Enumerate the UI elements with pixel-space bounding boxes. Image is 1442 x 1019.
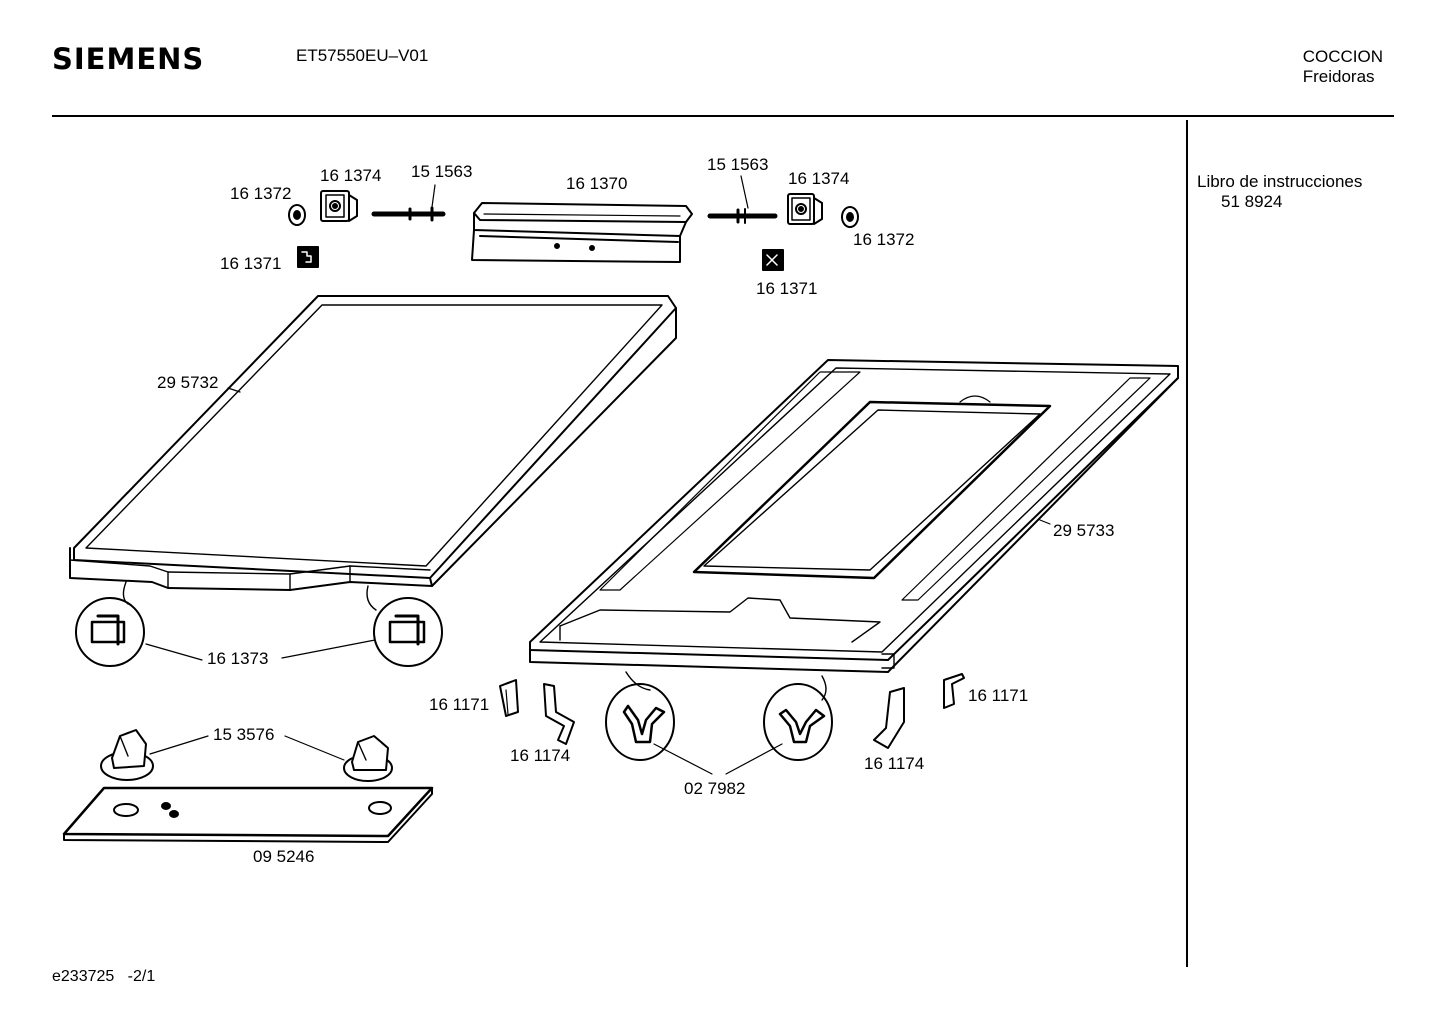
category-label: COCCION [1302, 47, 1383, 66]
label-161171-right: 16 1171 [968, 686, 1029, 705]
label-161373: 16 1373 [207, 649, 269, 668]
control-knob-right [284, 735, 393, 782]
label-161171-left: 16 1171 [429, 695, 490, 714]
label-161174-left: 16 1174 [510, 746, 571, 765]
bracket-clip-right [943, 673, 965, 709]
control-panel [62, 786, 434, 843]
spring-clip-left [543, 683, 575, 745]
lid-foot-detail-right [281, 585, 443, 667]
label-161371-left: 16 1371 [220, 254, 282, 273]
clip-square-left [297, 246, 319, 268]
header-divider [52, 115, 1394, 117]
label-151563-left: 15 1563 [411, 162, 473, 181]
label-295733: 29 5733 [1053, 521, 1115, 540]
lid-foot-detail-left [75, 581, 203, 667]
hinge-bracket [471, 202, 693, 263]
instruction-manual-reference: Libro de instrucciones 51 8924 [1197, 172, 1362, 212]
clip-square-right [762, 249, 784, 271]
label-161370: 16 1370 [566, 174, 628, 193]
page-indicator: -2/1 [127, 968, 156, 985]
washer-left [288, 204, 306, 226]
manual-number: 51 8924 [1221, 192, 1283, 211]
hinge-block-left [320, 190, 358, 222]
spring-hook-left [605, 671, 713, 775]
hinge-block-right [787, 193, 823, 225]
model-number: ET57550EU–V01 [296, 46, 429, 65]
frame-panel [529, 359, 1179, 673]
label-295732: 29 5732 [157, 373, 219, 392]
spring-hook-right [725, 675, 833, 775]
label-161371-right: 16 1371 [756, 279, 818, 298]
label-161374-left: 16 1374 [320, 166, 382, 185]
label-161372-right: 16 1372 [853, 230, 915, 249]
washer-right [841, 206, 859, 228]
hinge-pin-right [707, 175, 778, 224]
category-block: COCCION Freidoras [1303, 47, 1383, 87]
lid-panel [69, 295, 677, 591]
subcategory-label: Freidoras [1302, 67, 1375, 86]
label-095246: 09 5246 [253, 847, 315, 866]
sidebar-divider [1186, 120, 1188, 967]
hinge-pin-left [371, 184, 446, 222]
label-161174-right: 16 1174 [864, 754, 925, 773]
label-161372-left: 16 1372 [230, 184, 292, 203]
manual-label: Libro de instrucciones [1197, 172, 1363, 191]
label-153576: 15 3576 [213, 725, 275, 744]
bracket-clip-left [499, 679, 519, 717]
footer-reference: e233725 -2/1 [52, 968, 155, 986]
label-151563-right: 15 1563 [707, 155, 769, 174]
brand-logo: SIEMENS [52, 42, 205, 76]
label-161374-right: 16 1374 [788, 169, 850, 188]
spring-clip-right [873, 687, 905, 749]
label-027982: 02 7982 [684, 779, 746, 798]
document-id: e233725 [52, 968, 115, 985]
control-knob-left [100, 729, 209, 781]
